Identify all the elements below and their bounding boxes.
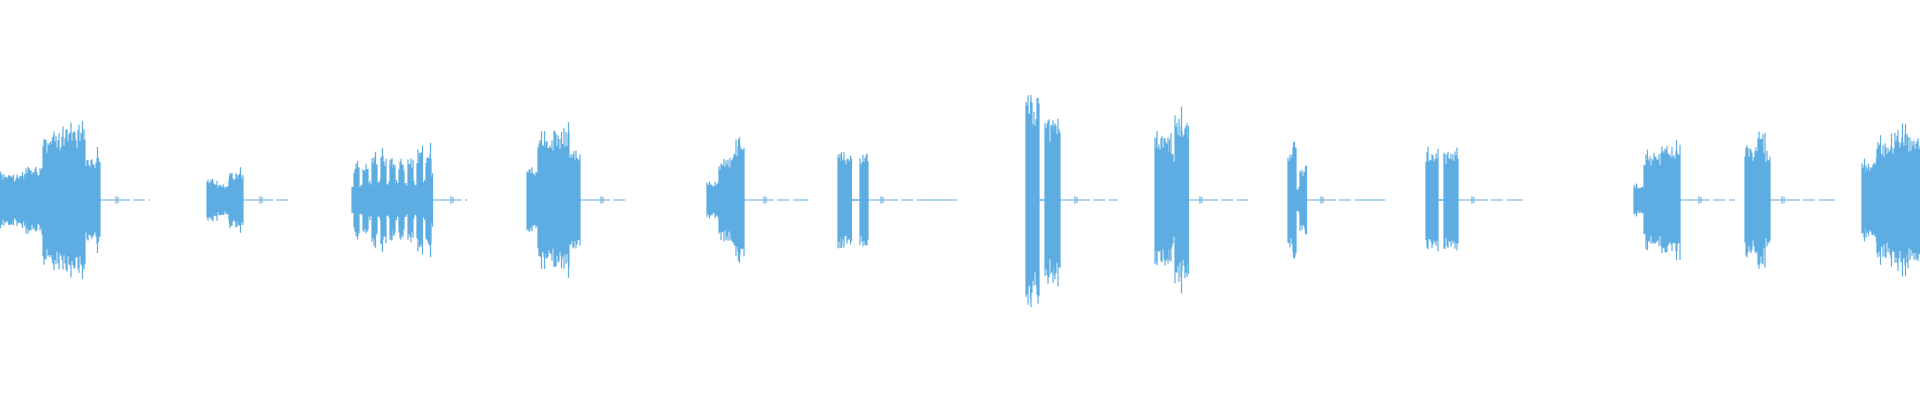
waveform-burst-tail	[1306, 196, 1385, 204]
waveform-burst-body	[1633, 139, 1681, 261]
waveform-burst-body	[1154, 106, 1190, 294]
waveform-burst-body	[1425, 146, 1459, 252]
waveform-burst-tail	[243, 196, 292, 204]
waveform-burst-body	[206, 167, 244, 233]
waveform-burst-tail	[432, 196, 467, 204]
waveform-burst-body	[837, 152, 869, 249]
waveform-layer	[0, 94, 1920, 307]
waveform-burst-1	[0, 121, 150, 279]
waveform-burst-body	[706, 137, 745, 263]
waveform-burst-tail	[100, 196, 150, 204]
waveform-burst-body	[1025, 94, 1061, 307]
waveform-burst-body	[0, 121, 101, 279]
waveform-burst-body	[1287, 141, 1308, 259]
waveform-burst-5	[706, 137, 808, 263]
waveform-burst-3	[351, 142, 467, 258]
waveform-burst-body	[1861, 123, 1920, 277]
waveform-burst-6	[837, 152, 962, 249]
waveform-burst-7	[1025, 94, 1118, 307]
waveform-burst-body	[351, 142, 434, 258]
waveform-burst-tail	[1770, 196, 1835, 204]
waveform-burst-tail	[1458, 196, 1523, 204]
waveform-burst-tail	[580, 196, 625, 204]
waveform-burst-tail	[868, 196, 962, 204]
waveform-burst-tail	[744, 196, 808, 204]
waveform-burst-body	[526, 122, 581, 278]
waveform-burst-13	[1861, 123, 1920, 277]
waveform-burst-9	[1287, 141, 1385, 259]
waveform-burst-2	[206, 167, 292, 233]
waveform-burst-tail	[1188, 196, 1248, 204]
waveform-burst-tail	[1680, 196, 1735, 204]
waveform-burst-4	[526, 122, 625, 278]
waveform-burst-8	[1154, 106, 1248, 294]
waveform-burst-11	[1633, 139, 1735, 261]
waveform-burst-tail	[1060, 196, 1118, 204]
waveform-burst-10	[1425, 146, 1523, 252]
waveform-burst-12	[1744, 131, 1835, 269]
waveform-burst-body	[1744, 131, 1771, 269]
